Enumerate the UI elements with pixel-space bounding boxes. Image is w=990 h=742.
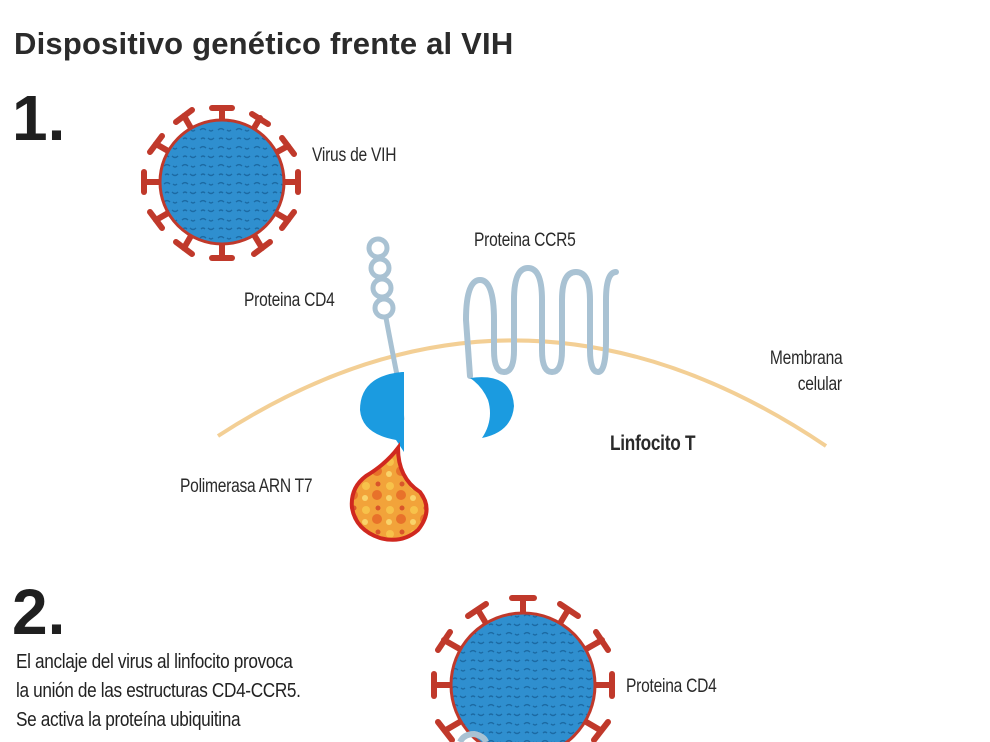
label-ccr5: Proteina CCR5 (474, 230, 576, 251)
step-1-number: 1. (12, 82, 66, 154)
ccr5-receptor (462, 264, 619, 379)
step-2-number: 2. (12, 576, 66, 648)
label-virus: Virus de VIH (312, 145, 397, 166)
label-membrane-2: celular (797, 374, 842, 395)
label-polymerase: Polimerasa ARN T7 (180, 476, 313, 497)
hiv-virus-2 (431, 595, 615, 742)
ccr5-anchor (470, 377, 514, 438)
polymerase-droplet (349, 442, 429, 542)
description-line-2: la unión de las estructuras CD4-CCR5. (16, 680, 301, 702)
cd4-anchor (360, 372, 404, 452)
cell-membrane (216, 338, 828, 448)
label-cd4: Proteina CD4 (244, 290, 335, 311)
hiv-virus-1 (141, 105, 301, 261)
step-2-description: El anclaje del virus al linfocito provoc… (16, 648, 377, 735)
label-cd4-step2: Proteina CD4 (626, 676, 717, 697)
description-line-1: El anclaje del virus al linfocito provoc… (16, 651, 293, 673)
label-lymphocyte: Linfocito T (610, 432, 696, 455)
description-line-3: Se activa la proteína ubiquitina (16, 709, 241, 731)
label-membrane-1: Membrana (769, 348, 842, 369)
diagram-title: Dispositivo genético frente al VIH (14, 26, 514, 61)
